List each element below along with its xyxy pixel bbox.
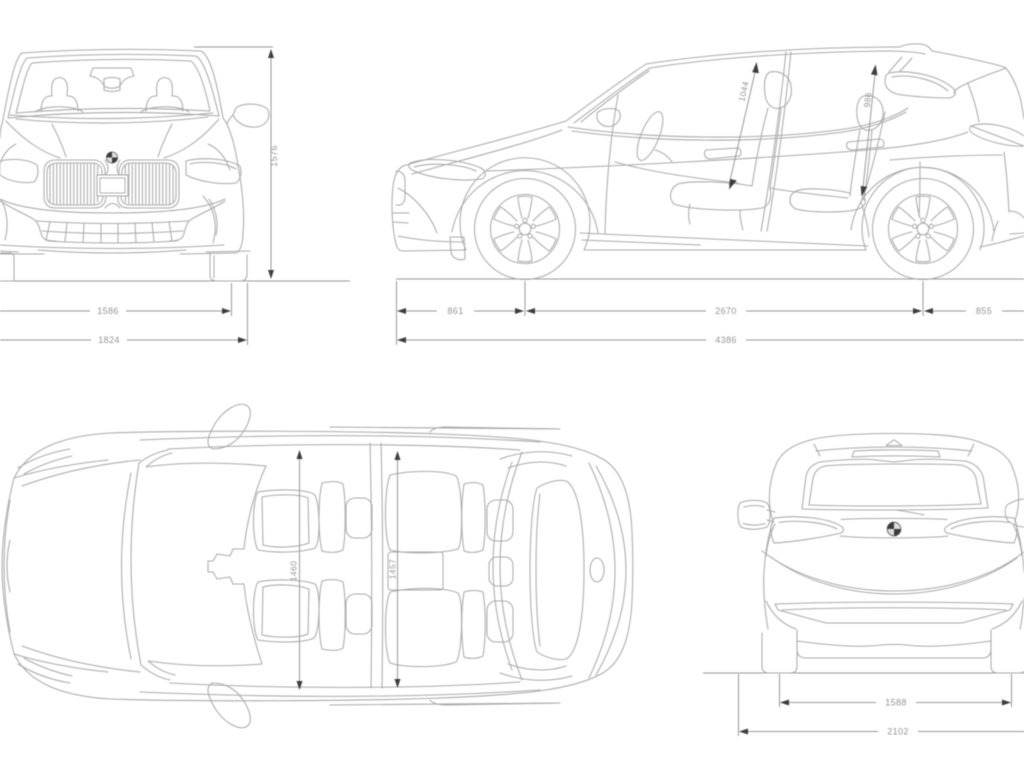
svg-text:1460: 1460 (289, 561, 299, 582)
svg-text:1586: 1586 (97, 306, 119, 316)
svg-text:1044: 1044 (736, 80, 750, 102)
svg-text:855: 855 (976, 306, 992, 316)
svg-text:4386: 4386 (715, 335, 737, 345)
svg-text:1457: 1457 (388, 559, 398, 580)
svg-text:1576: 1576 (269, 145, 279, 167)
svg-text:861: 861 (447, 306, 463, 316)
svg-text:1588: 1588 (885, 698, 907, 708)
svg-text:1824: 1824 (98, 335, 120, 345)
svg-text:2670: 2670 (715, 306, 737, 316)
svg-text:2102: 2102 (887, 727, 909, 737)
svg-text:986: 986 (862, 92, 874, 108)
